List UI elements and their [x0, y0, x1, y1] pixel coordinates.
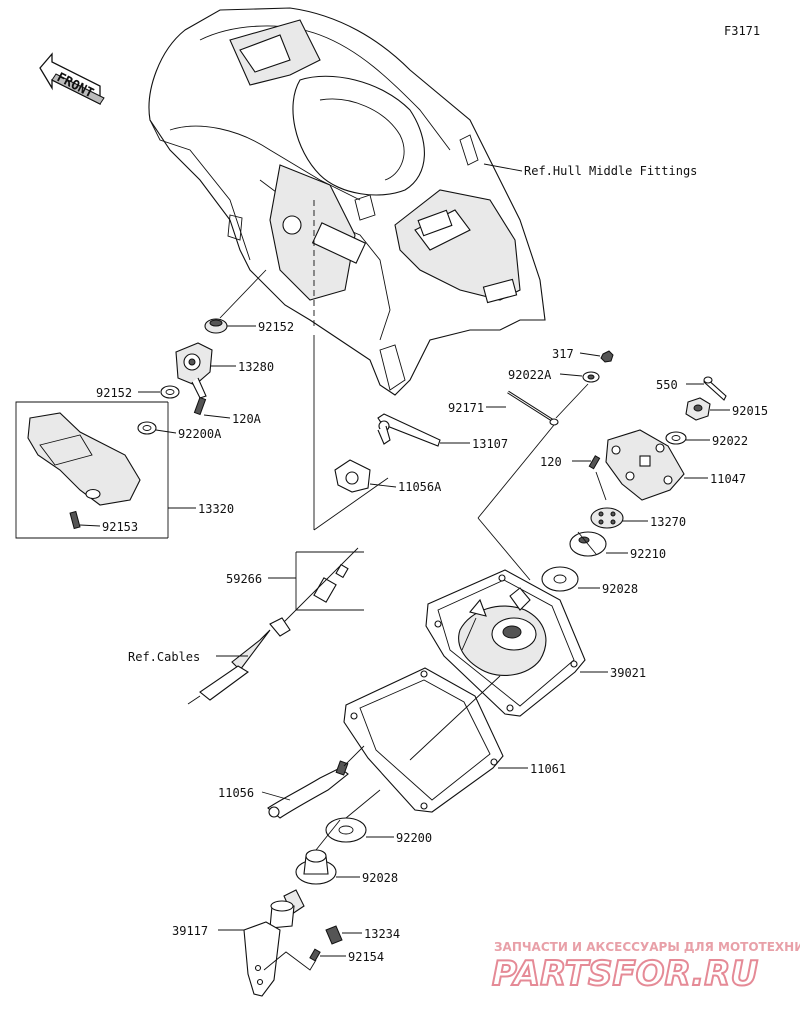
part-92022A-washer	[582, 371, 600, 383]
part-92154-bolt	[309, 948, 321, 962]
ref-hull-label: Ref.Hull Middle Fittings	[524, 164, 697, 178]
label-120A: 120A	[232, 412, 262, 426]
label-59266: 59266	[226, 572, 262, 586]
part-11047-plate	[605, 429, 685, 501]
label-92022A: 92022A	[508, 368, 552, 382]
label-13234: 13234	[364, 927, 400, 941]
part-13270-disc	[590, 507, 624, 529]
label-11061: 11061	[530, 762, 566, 776]
part-39021-housing	[425, 569, 586, 717]
watermark-logo: PARTSFOR.RU	[492, 954, 758, 994]
part-13107-lever	[377, 413, 441, 447]
label-92210: 92210	[630, 547, 666, 561]
front-arrow-icon: FRONT	[39, 52, 105, 106]
part-39117-arm	[243, 889, 305, 997]
part-92200A-washer	[137, 421, 157, 435]
part-92152-ring	[160, 385, 180, 399]
label-317: 317	[552, 347, 574, 361]
part-92022-washer	[665, 431, 687, 445]
part-120A-bolt	[193, 396, 207, 416]
part-13320-cover	[27, 412, 141, 506]
label-92152-a: 92152	[258, 320, 294, 334]
label-11047: 11047	[710, 472, 746, 486]
label-92028-b: 92028	[362, 871, 398, 885]
hull-middle-fittings	[148, 7, 546, 396]
label-13107: 13107	[472, 437, 508, 451]
label-39117: 39117	[172, 924, 208, 938]
label-92028-a: 92028	[602, 582, 638, 596]
label-120: 120	[540, 455, 562, 469]
label-92200: 92200	[396, 831, 432, 845]
part-11056A-bracket	[334, 459, 371, 493]
part-92210-disc	[569, 531, 607, 557]
label-92152-b: 92152	[96, 386, 132, 400]
label-92154: 92154	[348, 950, 384, 964]
label-13270: 13270	[650, 515, 686, 529]
part-92028-spacer-lower	[295, 849, 337, 885]
label-39021: 39021	[610, 666, 646, 680]
label-13280: 13280	[238, 360, 274, 374]
watermark-tagline: ЗАПЧАСТИ И АКСЕССУАРЫ ДЛЯ МОТОТЕХНИКИ	[494, 940, 800, 954]
part-550-cotter-pin	[703, 376, 727, 401]
part-317-nut	[600, 350, 614, 363]
label-92022: 92022	[712, 434, 748, 448]
label-11056: 11056	[218, 786, 254, 800]
part-120-bolt	[588, 455, 601, 470]
part-92152-grommet	[204, 318, 228, 334]
ref-cables	[187, 547, 359, 705]
label-13320: 13320	[198, 502, 234, 516]
part-92015-nut	[685, 397, 711, 421]
label-92171: 92171	[448, 401, 484, 415]
label-92200A: 92200A	[178, 427, 222, 441]
label-92015: 92015	[732, 404, 768, 418]
label-550: 550	[656, 378, 678, 392]
part-59266-joint	[313, 563, 349, 603]
part-11056-arm	[267, 760, 349, 819]
part-92153-screw	[69, 510, 81, 530]
part-13234-stud	[325, 925, 343, 945]
label-92153: 92153	[102, 520, 138, 534]
label-ref-cables: Ref.Cables	[128, 650, 200, 664]
label-11056A: 11056A	[398, 480, 442, 494]
part-92171-rod	[507, 390, 559, 426]
part-92028-washer-upper	[541, 566, 579, 592]
figure-code: F3171	[724, 24, 760, 38]
part-13280	[175, 342, 213, 399]
part-92200-washer	[325, 817, 367, 843]
part-11061-gasket	[343, 667, 504, 813]
